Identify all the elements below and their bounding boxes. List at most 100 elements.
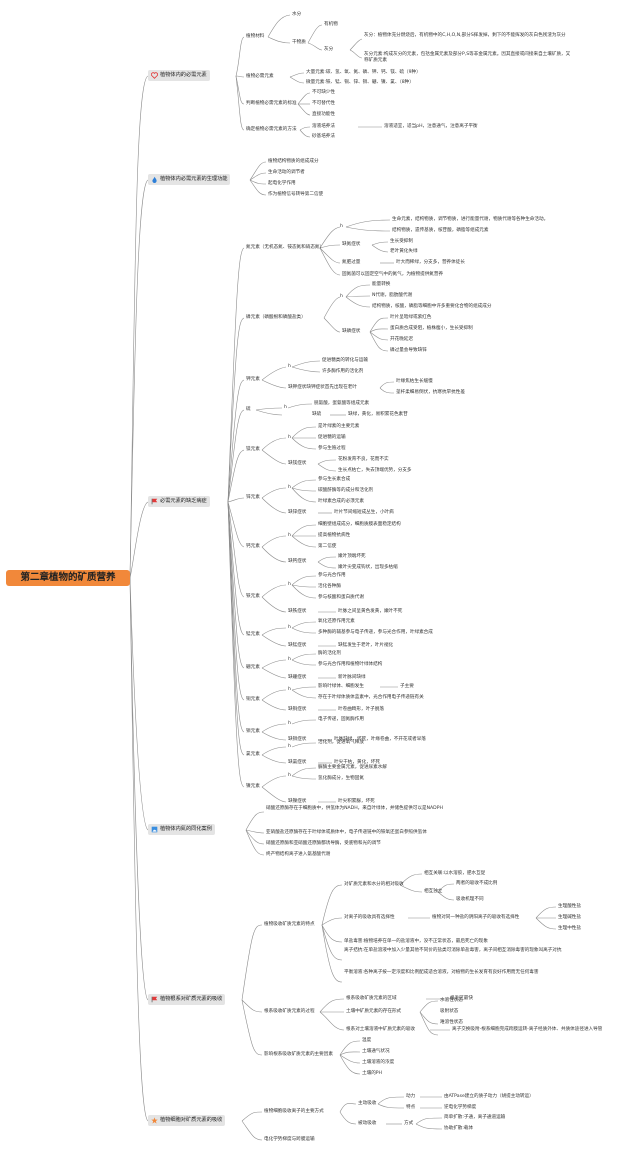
node[interactable]: h	[288, 435, 291, 440]
node[interactable]: 逆电化学势梯度	[444, 1105, 477, 1110]
node[interactable]: 直接功能性	[312, 112, 335, 117]
node[interactable]: 硝酸还原酶存在于细胞质中，供氢体为NADH，来自叶绿体，并储色提供可以是NADP…	[266, 806, 443, 811]
node[interactable]: 溶液适宜，适当pH，注意通气，注意离子平衡	[384, 124, 478, 129]
branch-deficiency-symptoms[interactable]: 必需元素的缺乏病症	[148, 496, 210, 507]
node[interactable]: 作为植物信号转导第二信使	[268, 192, 324, 197]
node[interactable]: 温度	[362, 1038, 372, 1043]
node[interactable]: 花粉发育不良，花而不实	[338, 457, 389, 462]
node[interactable]: 生理酸性盐	[558, 904, 581, 909]
node[interactable]: 相互独立	[424, 889, 443, 894]
node[interactable]: 叶尖干枯，黄化，坏死	[334, 760, 380, 765]
node[interactable]: 确定植物必需元素的方法	[246, 127, 297, 132]
node[interactable]: 吸附状态	[440, 1009, 459, 1014]
node[interactable]: 参与生长素合成	[318, 477, 351, 482]
node[interactable]: 土壤通气状况	[362, 1049, 390, 1054]
node[interactable]: 影响叶绿体、细胞发生	[318, 684, 364, 689]
node[interactable]: 结构物质，遗传基质，核苷酸，磷脂等组成元素	[392, 228, 489, 233]
node[interactable]: 根系吸收矿质元素的过程	[264, 1009, 315, 1014]
node[interactable]: 存在于叶绿体质体蓝素中，光合作用电子传递链有关	[318, 695, 424, 700]
node[interactable]: 氢化酶成分，生物固氮	[318, 776, 364, 781]
node[interactable]: h	[340, 224, 343, 229]
node[interactable]: 难溶性状态	[440, 1020, 463, 1025]
node[interactable]: 干物质	[292, 40, 306, 45]
node[interactable]: 促进糖的运输	[318, 435, 346, 440]
node[interactable]: 叶大而稀绿，分支多，营养体徒长	[396, 260, 465, 265]
node[interactable]: 砂基培养法	[312, 134, 335, 139]
node[interactable]: 灰分元素:构成灰分的元素，包括金属元素及部分P,S等非金属元素。因其直接或间接来…	[364, 52, 571, 63]
node[interactable]: 根系对土壤溶液中矿质元素的吸收	[346, 1027, 415, 1032]
node[interactable]: 不可替代性	[312, 101, 335, 106]
node[interactable]: 缺铜症状	[288, 707, 307, 712]
branch-essential-elements[interactable]: 植物体内的必需元素	[148, 70, 210, 81]
node[interactable]: 叶片节间缩短成丛生，小叶病	[334, 510, 394, 515]
node[interactable]: 叶脉之间呈黄色发黄，嫩叶不死	[338, 609, 403, 614]
node[interactable]: 相互关联:以水溶胶，肥水互促	[424, 871, 486, 876]
element-heading[interactable]: 氯元素	[246, 752, 260, 757]
element-heading[interactable]: 镁元素	[246, 447, 260, 452]
node[interactable]: 土壤的PH	[362, 1071, 383, 1076]
node[interactable]: 缺锰发生于老叶，叶片褪化	[338, 643, 394, 648]
element-heading[interactable]: 硫	[246, 407, 251, 412]
node[interactable]: 单盐毒害:植物培养在单一的盐溶液中，没不正常状态，最后死亡的现象	[344, 939, 488, 944]
node[interactable]: 叶绿素合成的必须元素	[318, 499, 364, 504]
node[interactable]: 新叶脉间缺绿	[338, 675, 366, 680]
node[interactable]: 缺硼症状	[288, 675, 307, 680]
node[interactable]: h	[288, 721, 291, 726]
node[interactable]: h	[288, 582, 291, 587]
node[interactable]: 子主要	[400, 684, 414, 689]
node[interactable]: 氧化还原作用元素	[318, 619, 355, 624]
node[interactable]: h	[288, 687, 291, 692]
node[interactable]: 吸收机理不同	[456, 897, 484, 902]
node[interactable]: 缺镍症状	[288, 799, 307, 804]
node[interactable]: 两者的吸收不成比例	[456, 881, 498, 886]
node[interactable]: 固氮菌可以固定空气中的氮气，为植物提供氮营养	[342, 272, 444, 277]
node[interactable]: 土壤中矿质元素的存在形式	[346, 1009, 402, 1014]
node[interactable]: N代谢，脂肪酸代谢	[372, 293, 413, 298]
node[interactable]: h	[288, 744, 291, 749]
node[interactable]: 生命元素，结构物质，调节物质，进行能量代谢，物质代谢等各种生命活动。	[392, 217, 549, 222]
node[interactable]: 胱氨酸，蛋氨酸等组成元素	[314, 401, 370, 406]
element-heading[interactable]: 锰元素	[246, 632, 260, 637]
node[interactable]: 植物结构物质的组成成分	[268, 159, 319, 164]
branch-nitrogen-assimilation[interactable]: 植物体内氮的同化案例	[148, 824, 215, 835]
node[interactable]: 生理中性盐	[558, 926, 581, 931]
node[interactable]: 缺铁症状	[288, 609, 307, 614]
node[interactable]: 参与光合作用和植物叶绿体结构	[318, 662, 383, 667]
node[interactable]: 第二信使	[318, 544, 337, 549]
node[interactable]: 微量元素:铁、锰、铜、锌、钼、硼、镍、氯、（8种）	[306, 80, 414, 85]
branch-physiological-functions[interactable]: 植物体内必需元素的生理功能	[148, 174, 231, 185]
node[interactable]: 缺氯症状	[288, 760, 307, 765]
node[interactable]: 植物细胞吸收离子的主要方式	[264, 1109, 324, 1114]
element-heading[interactable]: 磷元素（磷酸根和磷酸盐类）	[246, 315, 306, 320]
node[interactable]: 嫩叶顶端坏死	[338, 554, 366, 559]
node[interactable]: 嫩叶尖变成钩状，出现多枯缩	[338, 565, 398, 570]
node[interactable]: 植物材料	[246, 34, 265, 39]
root-topic[interactable]: 第二章植物的矿质营养	[6, 570, 130, 586]
node[interactable]: 许多酶作用的活化剂	[322, 369, 364, 374]
node[interactable]: 磷过量会导致缺锌	[390, 348, 427, 353]
node[interactable]: h	[288, 657, 291, 662]
node[interactable]: 生长点枯亡，失去顶端优势，分支多	[338, 468, 412, 473]
node[interactable]: 灰分：植物体充分燃烧后，有机物中的C,H,O,N,部分S挥发掉，剩下的不能挥发的…	[364, 33, 566, 38]
node[interactable]: 植物必需元素	[246, 74, 274, 79]
node[interactable]: 提高植物抗病性	[318, 533, 351, 538]
node[interactable]: 缺氮症状	[342, 242, 361, 247]
node[interactable]: 植物对同一种盐的阴阳离子的吸收有选择性	[432, 915, 520, 920]
node[interactable]: 由ATPase建立的质子动力（胡提主动转运）	[444, 1094, 534, 1099]
node[interactable]: 终产物结构离子进入氨基酸代谢	[266, 852, 331, 857]
node[interactable]: 蛋白质合成受阻，植株瘦小，生长受抑制	[390, 326, 473, 331]
node[interactable]: h	[288, 533, 291, 538]
element-heading[interactable]: 硼元素	[246, 665, 260, 670]
node[interactable]: 缺磷症状	[342, 329, 361, 334]
node[interactable]: 对离子的吸收具有选择性	[344, 915, 395, 920]
node[interactable]: 叶尖积累脲，坏死	[338, 799, 375, 804]
node[interactable]: 大量元素:碳、氢、氧、氮、磷、钾、钙、镁、硫（9种）	[306, 70, 421, 75]
node[interactable]: 缺钙症状	[288, 559, 307, 564]
node[interactable]: h	[284, 405, 287, 410]
node[interactable]: 酶的活化剂	[318, 651, 341, 656]
node[interactable]: h	[288, 364, 291, 369]
node[interactable]: 植物吸收矿质元素的特点	[264, 922, 315, 927]
node[interactable]: 生理碱性盐	[558, 915, 581, 920]
element-heading[interactable]: 镍元素	[246, 784, 260, 789]
node[interactable]: 平衡溶液:各种离子按一定浓度和比例配成适合溶液，对植物的生长发育有良好作用而无任…	[344, 970, 539, 975]
